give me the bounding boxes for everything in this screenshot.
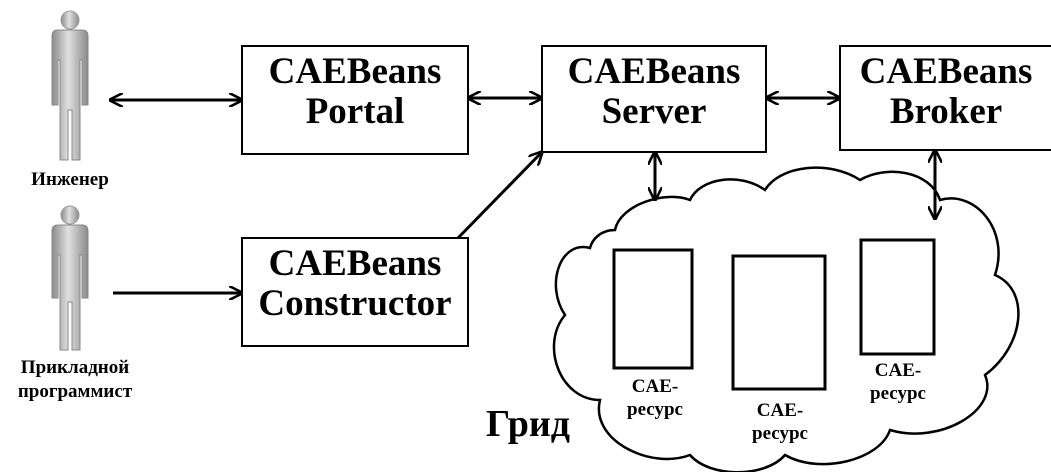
programmer-actor-icon — [51, 205, 89, 351]
programmer-label: Прикладной программист — [0, 356, 150, 404]
cae-resource-label-2: CAE- ресурс — [720, 400, 840, 446]
server-label-line1: CAEBeans — [567, 51, 741, 92]
cae-resource-label-3: CAE- ресурс — [838, 360, 958, 406]
arrow-constructor-server — [456, 152, 542, 240]
constructor-label-line1: CAEBeans — [268, 243, 442, 284]
portal-label: CAEBeans Portal — [242, 52, 468, 132]
server-label: CAEBeans Server — [542, 52, 766, 132]
engineer-label: Инженер — [31, 169, 109, 190]
cae-resource-label-3-line1: CAE- — [874, 360, 922, 381]
constructor-label-line2: Constructor — [258, 282, 452, 324]
cae-resource-box-1 — [612, 248, 694, 370]
engineer-actor-icon — [51, 10, 89, 161]
broker-label-line2: Broker — [889, 90, 1003, 132]
programmer-label-line2: программист — [17, 380, 133, 402]
cae-resource-label-1: CAE- ресурс — [595, 376, 715, 422]
cae-resource-label-3-line2: ресурс — [870, 382, 926, 404]
cae-resource-box-3 — [859, 238, 936, 356]
broker-label: CAEBeans Broker — [840, 52, 1051, 132]
constructor-box — [241, 237, 469, 347]
cae-resource-box-2 — [731, 254, 827, 391]
constructor-label: CAEBeans Constructor — [242, 244, 468, 324]
broker-label-line1: CAEBeans — [859, 51, 1033, 92]
cae-resource-label-2-line2: ресурс — [752, 422, 808, 444]
cae-resource-label-1-line2: ресурс — [627, 398, 683, 420]
broker-box — [839, 45, 1051, 151]
programmer-label-line1: Прикладной — [20, 357, 130, 378]
portal-box — [241, 45, 469, 155]
portal-label-line2: Portal — [305, 90, 405, 132]
server-label-line2: Server — [601, 90, 707, 132]
grid-label: Грид — [486, 403, 571, 445]
cae-resource-label-1-line1: CAE- — [631, 376, 679, 397]
cae-resource-label-2-line1: CAE- — [756, 400, 804, 421]
portal-label-line1: CAEBeans — [268, 51, 442, 92]
